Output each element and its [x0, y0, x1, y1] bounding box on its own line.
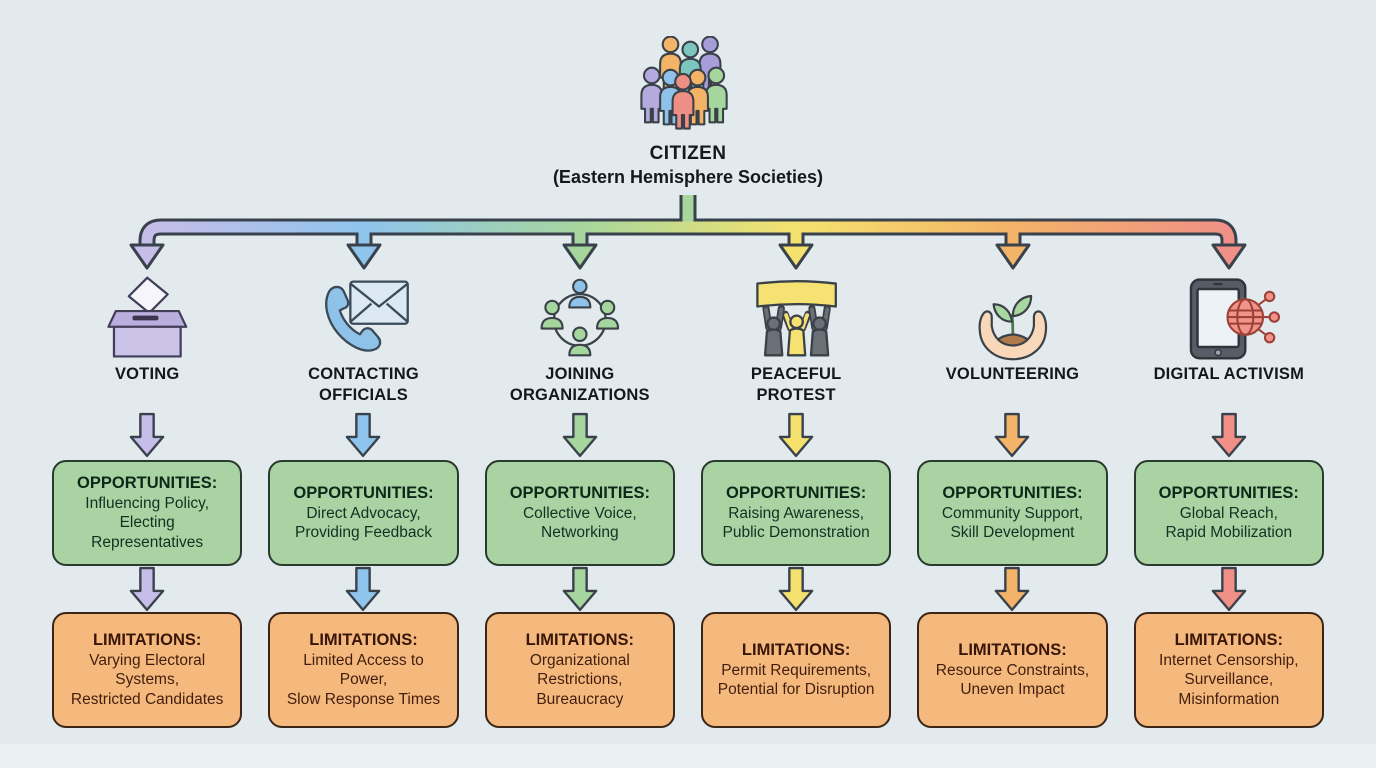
down-arrow-icon: [995, 412, 1030, 458]
root-subtitle: (Eastern Hemisphere Societies): [552, 167, 824, 187]
opportunities-title: OPPORTUNITIES:: [1158, 483, 1299, 502]
branch-arrowhead: [1211, 243, 1247, 270]
bottom-margin: [0, 744, 1376, 768]
limitations-items: Organizational Restrictions,Bureaucracy: [529, 652, 630, 708]
column-digital-activism: DIGITAL ACTIVISM OPPORTUNITIES: Global R…: [1133, 268, 1324, 728]
opportunities-items: Community Support,Skill Development: [941, 504, 1084, 541]
ballot-box-icon: [101, 268, 194, 362]
limitations-box-joining-organizations: LIMITATIONS: Organizational Restrictions…: [484, 612, 675, 728]
tablet-globe-icon: [1176, 268, 1281, 362]
opportunities-box-voting: OPPORTUNITIES: Influencing Policy,Electi…: [52, 460, 243, 566]
protest-banner-icon: [744, 268, 849, 362]
hands-seedling-icon: [967, 268, 1059, 362]
opportunities-title: OPPORTUNITIES:: [942, 483, 1083, 502]
citizen-group-icon: [640, 36, 728, 130]
down-arrow-icon: [346, 412, 381, 458]
opportunities-title: OPPORTUNITIES:: [509, 483, 650, 502]
method-label-digital-activism: DIGITAL ACTIVISM: [1153, 365, 1305, 383]
limitations-box-peaceful-protest: LIMITATIONS: Permit Requirements,Potenti…: [700, 612, 892, 728]
opportunities-title: OPPORTUNITIES:: [293, 483, 434, 502]
limitations-box-voting: LIMITATIONS: Varying Electoral Systems,R…: [52, 612, 243, 728]
limitations-title: LIMITATIONS:: [92, 631, 202, 650]
root-node: CITIZEN (Eastern Hemisphere Societies): [0, 36, 1376, 188]
limitations-title: LIMITATIONS:: [525, 631, 635, 650]
root-title: CITIZEN: [649, 143, 727, 164]
opportunities-items: Raising Awareness,Public Demonstration: [722, 504, 870, 541]
branch-arrowhead: [346, 243, 382, 270]
limitations-box-contacting-officials: LIMITATIONS: Limited Access to Power,Slo…: [268, 612, 459, 728]
column-contacting-officials: CONTACTING OFFICIALS OPPORTUNITIES: Dire…: [268, 268, 459, 728]
opportunities-box-digital-activism: OPPORTUNITIES: Global Reach,Rapid Mobili…: [1133, 460, 1324, 566]
limitations-items: Resource Constraints,Uneven Impact: [935, 661, 1090, 698]
limitations-title: LIMITATIONS:: [309, 631, 418, 650]
limitations-items: Varying Electoral Systems,Restricted Can…: [70, 652, 224, 708]
limitations-box-volunteering: LIMITATIONS: Resource Constraints,Uneven…: [917, 612, 1108, 728]
opportunities-title: OPPORTUNITIES:: [77, 474, 218, 493]
opportunities-box-joining-organizations: OPPORTUNITIES: Collective Voice,Networki…: [484, 460, 675, 566]
limitations-items: Internet Censorship,Surveillance,Misinfo…: [1159, 652, 1299, 708]
column-voting: VOTING OPPORTUNITIES: Influencing Policy…: [52, 268, 243, 728]
branch-arrowhead: [129, 243, 165, 270]
branch-connector: [129, 195, 1247, 270]
people-circle-icon: [532, 268, 628, 362]
opportunities-box-volunteering: OPPORTUNITIES: Community Support,Skill D…: [917, 460, 1108, 566]
down-arrow-icon: [778, 412, 814, 458]
down-arrow-icon: [1211, 412, 1247, 458]
down-arrow-icon: [129, 566, 165, 612]
down-arrow-icon: [995, 566, 1030, 612]
column-joining-organizations: JOINING ORGANIZATIONS OPPORTUNITIES: Col…: [484, 268, 675, 728]
branch-arrowhead: [778, 243, 814, 270]
opportunities-box-contacting-officials: OPPORTUNITIES: Direct Advocacy,Providing…: [268, 460, 459, 566]
column-volunteering: VOLUNTEERING OPPORTUNITIES: Community Su…: [917, 268, 1108, 728]
opportunities-box-peaceful-protest: OPPORTUNITIES: Raising Awareness,Public …: [700, 460, 892, 566]
limitations-items: Limited Access to Power,Slow Response Ti…: [286, 652, 441, 708]
down-arrow-icon: [1211, 566, 1247, 612]
opportunities-items: Global Reach,Rapid Mobilization: [1165, 504, 1293, 541]
column-peaceful-protest: PEACEFUL PROTEST OPPORTUNITIES: Raising …: [700, 268, 892, 728]
method-label-peaceful-protest: PEACEFUL PROTEST: [750, 365, 842, 405]
opportunities-title: OPPORTUNITIES:: [726, 483, 867, 502]
method-label-joining-organizations: JOINING ORGANIZATIONS: [509, 365, 650, 405]
method-label-volunteering: VOLUNTEERING: [945, 365, 1080, 383]
down-arrow-icon: [129, 412, 165, 458]
down-arrow-icon: [778, 566, 814, 612]
limitations-box-digital-activism: LIMITATIONS: Internet Censorship,Surveil…: [1133, 612, 1324, 728]
down-arrow-icon: [562, 566, 598, 612]
limitations-title: LIMITATIONS:: [741, 640, 851, 659]
down-arrow-icon: [562, 412, 598, 458]
opportunities-items: Direct Advocacy,Providing Feedback: [294, 504, 432, 541]
limitations-items: Permit Requirements,Potential for Disrup…: [717, 661, 875, 698]
method-columns: VOTING OPPORTUNITIES: Influencing Policy…: [0, 268, 1376, 728]
down-arrow-icon: [346, 566, 381, 612]
opportunities-items: Influencing Policy,Electing Representati…: [85, 495, 210, 551]
phone-envelope-icon: [314, 268, 413, 362]
branch-arrowhead: [995, 243, 1031, 270]
opportunities-items: Collective Voice,Networking: [522, 504, 637, 541]
branch-arrowhead: [562, 243, 598, 270]
limitations-title: LIMITATIONS:: [958, 640, 1067, 659]
method-label-contacting-officials: CONTACTING OFFICIALS: [308, 365, 419, 405]
limitations-title: LIMITATIONS:: [1174, 631, 1284, 650]
method-label-voting: VOTING: [114, 365, 180, 383]
